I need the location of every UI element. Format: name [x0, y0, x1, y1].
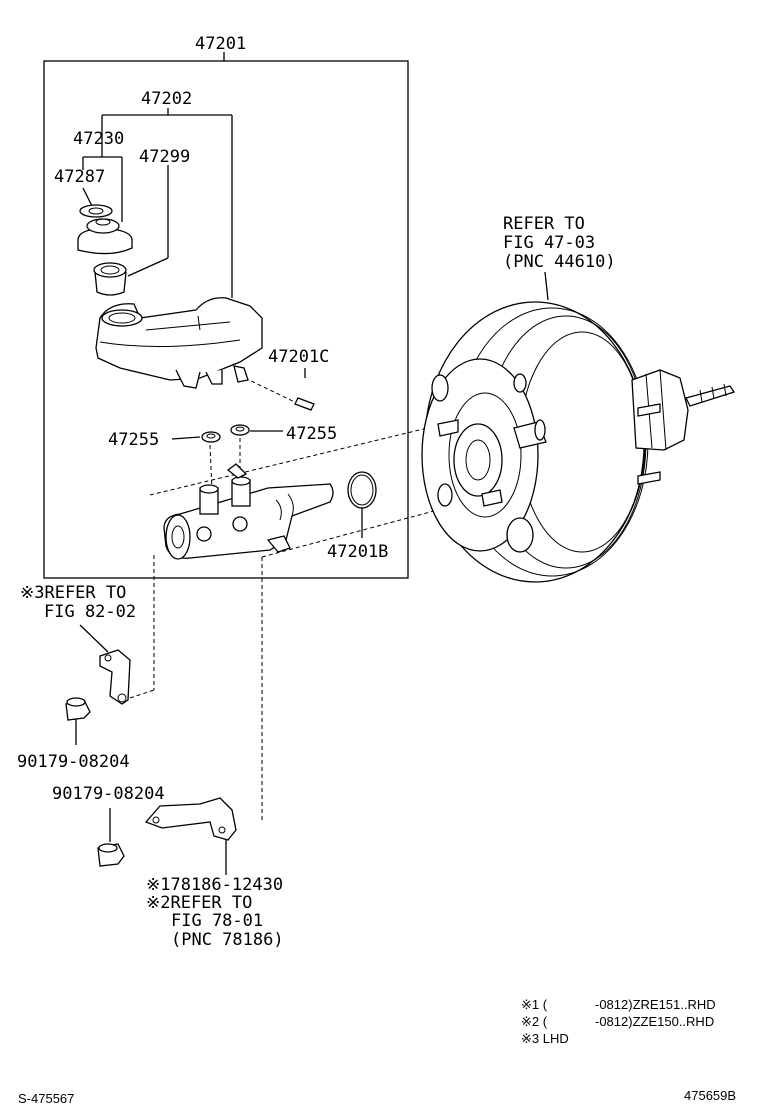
- label-47287: 47287: [54, 167, 105, 187]
- note-1-mark: ※1 (: [521, 997, 548, 1012]
- label-47299: 47299: [139, 147, 190, 167]
- grommet-47255-left: [201, 431, 221, 443]
- lower-bracket-ref-line-3: FIG 78-01: [171, 911, 263, 931]
- label-47201b: 47201B: [327, 542, 388, 562]
- nut-90179-08204-lower: [97, 843, 125, 867]
- lower-bracket-ref-line-2: ※2REFER TO: [146, 893, 252, 913]
- label-47255-left: 47255: [108, 430, 159, 450]
- note-2-text: -0812)ZZE150..RHD: [595, 1014, 714, 1029]
- assembly-47201-box: [43, 52, 409, 579]
- brake-booster: [421, 301, 736, 583]
- bracket-78186: [144, 797, 237, 841]
- label-47201c: 47201C: [268, 347, 329, 367]
- footer-right-code: 475659B: [684, 1088, 736, 1103]
- bracket-ref-line-1: ※3REFER TO: [20, 583, 126, 603]
- booster-ref-line-3: (PNC 44610): [503, 252, 616, 272]
- bracket-fig-82-02: [99, 649, 131, 705]
- pin-47201c: [233, 365, 315, 411]
- leader-lines: [75, 108, 549, 875]
- reservoir-cap-47230: [77, 218, 133, 255]
- label-nut-upper: 90179-08204: [17, 752, 130, 772]
- master-cylinder-body: [163, 463, 334, 560]
- note-1-text: -0812)ZRE151..RHD: [595, 997, 716, 1012]
- booster-ref-line-2: FIG 47-03: [503, 233, 595, 253]
- booster-ref-line-1: REFER TO: [503, 214, 585, 234]
- label-47255-right: 47255: [286, 424, 337, 444]
- label-47201: 47201: [195, 34, 246, 54]
- footer-left-code: S-475567: [18, 1091, 74, 1106]
- note-2-mark: ※2 (: [521, 1014, 548, 1029]
- lower-bracket-ref-line-1: ※178186-12430: [146, 875, 283, 895]
- o-ring-47201b: [347, 471, 377, 509]
- lower-bracket-ref-line-4: (PNC 78186): [171, 930, 284, 950]
- label-nut-lower: 90179-08204: [52, 784, 165, 804]
- label-47230: 47230: [73, 129, 124, 149]
- nut-90179-08204-upper: [65, 697, 91, 721]
- grommet-47255-right: [230, 424, 250, 436]
- note-3: ※3 LHD: [521, 1031, 569, 1046]
- reservoir-47202: [95, 297, 263, 389]
- label-47202: 47202: [141, 89, 192, 109]
- clip-47287: [79, 204, 113, 218]
- bracket-ref-line-2: FIG 82-02: [44, 602, 136, 622]
- strainer-47299: [93, 262, 127, 296]
